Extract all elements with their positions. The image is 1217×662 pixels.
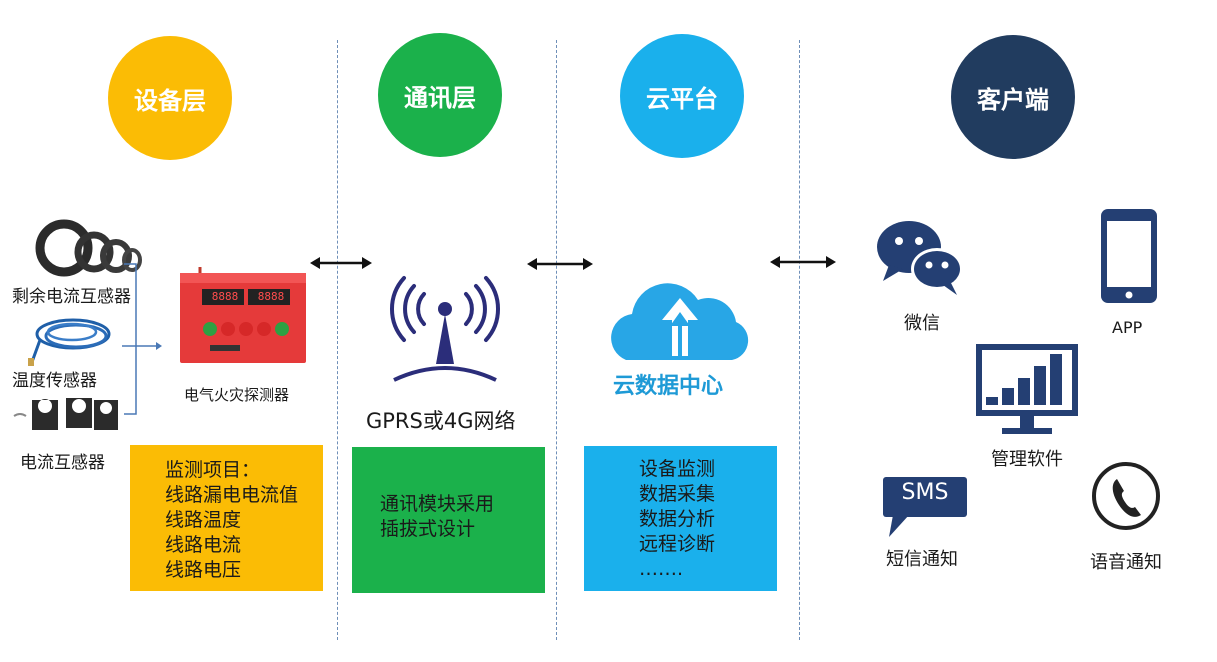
- client-wechat-label: 微信: [904, 313, 940, 334]
- divider-2: [556, 40, 557, 640]
- client-voice-label: 语音通知: [1090, 552, 1162, 573]
- device-box-line: 线路电流: [165, 534, 242, 556]
- network-label: GPRS或4G网络: [366, 409, 516, 433]
- cloud-icon: [611, 283, 749, 360]
- cloud-box-line: 数据分析: [639, 508, 716, 530]
- comm-box-line: 通讯模块采用: [380, 493, 495, 515]
- arrow-device-comm: [310, 257, 372, 269]
- layer-client-label: 客户端: [977, 84, 1049, 114]
- layer-device-circle: 设备层: [108, 36, 232, 160]
- layer-comm-circle: 通讯层: [378, 33, 502, 157]
- layer-cloud-circle: 云平台: [620, 34, 744, 158]
- telephone-icon: [1092, 462, 1160, 530]
- client-management-label: 管理软件: [991, 449, 1063, 470]
- sensor-current-label: 电流互感器: [20, 453, 105, 473]
- sms-bubble-icon: [883, 477, 967, 537]
- cloud-center-label: 云数据中心: [613, 374, 724, 399]
- device-box-line: 监测项目：: [165, 459, 261, 481]
- sms-badge-text: SMS: [901, 480, 949, 505]
- detector-display-right: 8888: [257, 290, 285, 303]
- wechat-icon: [877, 221, 963, 295]
- device-box-line: 线路温度: [165, 509, 242, 531]
- client-sms-label: 短信通知: [886, 549, 958, 570]
- antenna-icon: [390, 276, 500, 382]
- comm-box-line: 插拔式设计: [380, 518, 476, 540]
- divider-3: [799, 40, 800, 640]
- sensor-residual-label: 剩余电流互感器: [12, 287, 131, 307]
- device-box-line: 线路电压: [165, 559, 242, 581]
- cloud-function-box: 设备监测 数据采集 数据分析 远程诊断 …….: [584, 446, 777, 591]
- cloud-box-line: …….: [639, 558, 684, 580]
- layer-cloud-label: 云平台: [646, 83, 718, 113]
- device-box-line: 线路漏电电流值: [165, 484, 299, 506]
- sensor-temperature-label: 温度传感器: [12, 371, 97, 391]
- client-app-label: APP: [1112, 318, 1143, 337]
- layer-comm-label: 通讯层: [404, 82, 476, 112]
- fire-detector-icon: [180, 267, 306, 363]
- cloud-box-line: 设备监测: [639, 458, 716, 480]
- arrow-cloud-client: [770, 256, 836, 268]
- detector-label: 电气火灾探测器: [184, 386, 290, 404]
- cloud-box-line: 远程诊断: [639, 533, 716, 555]
- device-monitor-box: 监测项目： 线路漏电电流值 线路温度 线路电流 线路电压: [130, 445, 323, 591]
- divider-1: [337, 40, 338, 640]
- layer-device-label: 设备层: [134, 85, 206, 115]
- sensor-bracket-connector: [122, 263, 162, 415]
- cloud-box-line: 数据采集: [639, 483, 716, 505]
- residual-current-transformer-icon: [35, 219, 142, 277]
- current-transformer-icon: [13, 398, 118, 430]
- layer-client-circle: 客户端: [951, 35, 1075, 159]
- temperature-sensor-icon: [28, 318, 111, 366]
- monitor-chart-icon: [976, 344, 1078, 434]
- detector-display-left: 8888: [211, 290, 239, 303]
- phone-icon: [1101, 209, 1157, 303]
- arrow-comm-cloud: [527, 258, 593, 270]
- comm-module-box: 通讯模块采用 插拔式设计: [352, 447, 545, 593]
